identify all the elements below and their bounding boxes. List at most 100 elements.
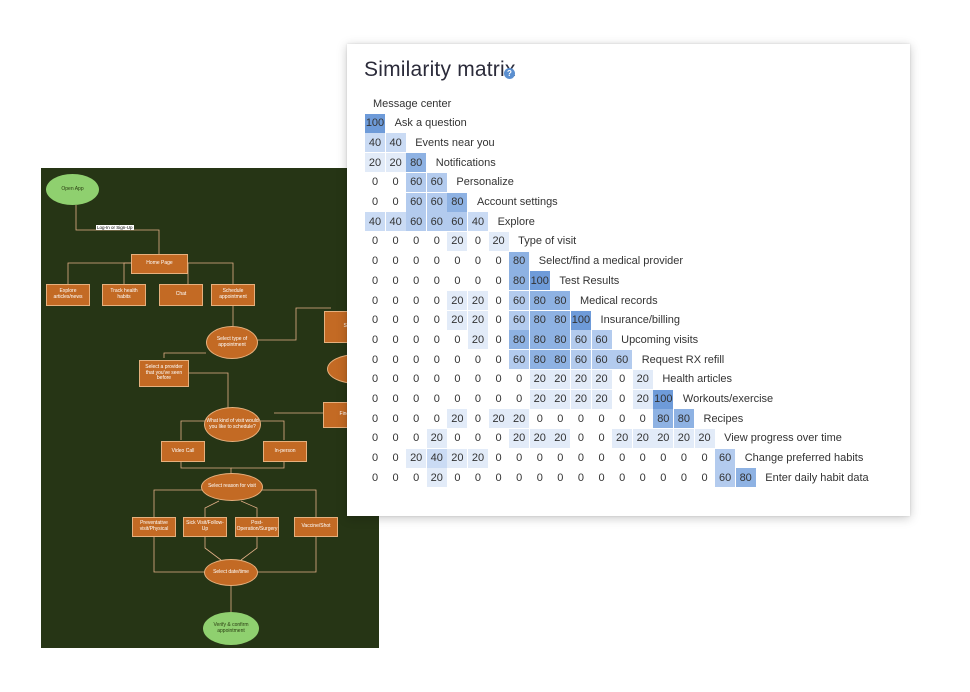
matrix-cell: 0: [680, 471, 687, 484]
matrix-cell: 0: [392, 235, 399, 248]
matrix-cell: 0: [619, 393, 626, 405]
matrix-cell: 60: [426, 192, 447, 212]
matrix-cell: 0: [371, 452, 379, 465]
matrix-cell: 60: [426, 172, 447, 192]
matrix-row-label: Test Results: [559, 274, 620, 287]
schedule-node: Schedule appointment: [211, 284, 255, 306]
matrix-cell: 60: [591, 330, 612, 350]
matrix-cell: 0: [516, 452, 523, 465]
matrix-cell: 0: [495, 314, 502, 327]
matrix-cell: 60: [715, 468, 736, 488]
matrix-cell: 0: [371, 373, 379, 386]
matrix-cell: 80: [529, 350, 550, 370]
matrix-cell: 60: [406, 192, 427, 212]
matrix-cell: 0: [371, 412, 379, 425]
matrix-cell: 0: [433, 294, 440, 307]
matrix-row-label: Upcoming visits: [621, 333, 699, 346]
matrix-cell: 80: [550, 310, 571, 330]
matrix-cell: 0: [639, 452, 646, 465]
matrix-cell: 40: [426, 448, 447, 468]
matrix-title: Similarity matrix: [364, 58, 516, 81]
matrix-cell: 0: [413, 412, 420, 425]
matrix-cell: 0: [474, 412, 482, 425]
matrix-cell: 0: [598, 471, 605, 484]
matrix-cell: 0: [413, 471, 420, 484]
matrix-cell: 80: [550, 350, 571, 370]
matrix-cell: 20: [509, 428, 530, 448]
home-page-node: Home Page: [131, 254, 188, 274]
matrix-cell: 0: [371, 274, 379, 287]
matrix-cell: 0: [454, 432, 461, 445]
matrix-cell: 0: [392, 176, 399, 189]
matrix-cell: 20: [447, 310, 468, 330]
matrix-cell: 0: [577, 412, 584, 425]
matrix-cell: 20: [467, 330, 488, 350]
matrix-cell: 0: [413, 255, 420, 268]
matrix-cell: 0: [371, 176, 379, 189]
matrix-cell: 0: [536, 471, 543, 484]
select-provider-node: Select a provider that you've seen befor…: [139, 360, 189, 387]
matrix-cell: 0: [619, 471, 626, 484]
matrix-cell: 0: [413, 353, 420, 366]
matrix-cell: 0: [454, 333, 461, 346]
select-type-node: Select type of appointment: [206, 326, 258, 359]
matrix-cell: 100: [365, 113, 385, 133]
matrix-cell: 0: [557, 412, 564, 425]
matrix-cell: 20: [632, 389, 653, 409]
matrix-cell: 20: [509, 409, 530, 429]
matrix-cell: 80: [550, 291, 571, 310]
matrix-cell: 20: [426, 468, 447, 488]
matrix-cell: 0: [413, 314, 420, 327]
matrix-cell: 0: [495, 432, 502, 445]
matrix-cell: 80: [529, 310, 550, 330]
matrix-cell: 0: [557, 471, 564, 484]
matrix-row-label: Select/find a medical provider: [538, 255, 684, 268]
matrix-cell: 60: [570, 330, 591, 350]
in-person-node: In-person: [263, 441, 307, 462]
flowchart-panel: Open App Log-In or Sign-Up Home Page Exp…: [41, 168, 379, 648]
matrix-cell: 20: [632, 369, 653, 389]
matrix-cell: 0: [680, 452, 687, 465]
matrix-cell: 20: [365, 153, 385, 173]
verify-node: Verify & confirm appointment: [203, 612, 259, 645]
matrix-cell: 60: [715, 448, 736, 468]
matrix-cell: 0: [433, 255, 440, 268]
matrix-cell: 0: [619, 452, 626, 465]
open-app-node: Open App: [46, 174, 99, 205]
matrix-cell: 0: [392, 471, 399, 484]
matrix-cell: 0: [474, 255, 482, 268]
matrix-cell: 20: [550, 428, 571, 448]
matrix-cell: 0: [577, 432, 584, 445]
matrix-row-label: Recipes: [703, 412, 744, 425]
track-habits-node: Track health habits: [102, 284, 146, 306]
matrix-cell: 20: [591, 369, 612, 389]
matrix-cell: 0: [598, 452, 605, 465]
matrix-cell: 20: [612, 428, 633, 448]
matrix-row-label: Request RX refill: [641, 353, 725, 366]
help-icon[interactable]: ?: [504, 68, 515, 79]
matrix-row-label: View progress over time: [724, 432, 842, 445]
matrix-cell: 0: [454, 353, 461, 366]
matrix-cell: 60: [406, 212, 427, 232]
matrix-cell: 20: [426, 428, 447, 448]
matrix-cell: 60: [509, 310, 530, 330]
matrix-cell: 20: [570, 389, 591, 409]
matrix-cell: 80: [447, 192, 468, 212]
matrix-cell: 60: [509, 350, 530, 370]
matrix-cell: 60: [591, 350, 612, 370]
matrix-row-label: Enter daily habit data: [765, 471, 869, 484]
sick-visit-node: Sick Visit/Follow-Up: [183, 517, 227, 537]
matrix-cell: 0: [454, 393, 461, 405]
matrix-cell: 0: [392, 255, 399, 268]
matrix-cell: 0: [433, 274, 440, 287]
matrix-cell: 0: [474, 393, 482, 405]
matrix-cell: 0: [413, 235, 420, 248]
matrix-cell: 0: [639, 412, 646, 425]
matrix-cell: 80: [529, 291, 550, 310]
matrix-row-label: Personalize: [456, 176, 514, 189]
